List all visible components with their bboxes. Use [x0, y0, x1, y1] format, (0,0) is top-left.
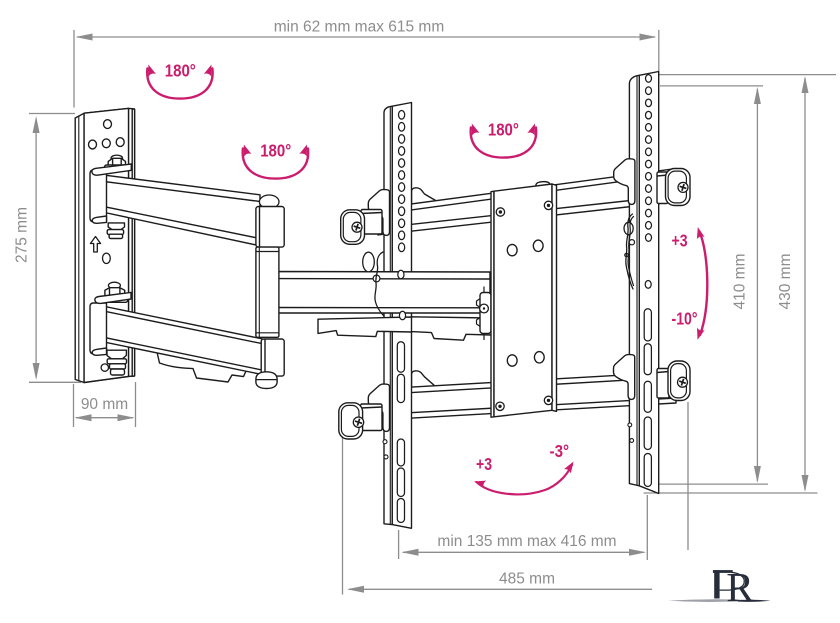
svg-text:180°: 180° — [260, 141, 291, 161]
svg-text:410 mm: 410 mm — [731, 254, 748, 310]
svg-text:-3°: -3° — [550, 441, 570, 461]
svg-text:min 135 mm max 416 mm: min 135 mm max 416 mm — [437, 533, 616, 550]
svg-text:485 mm: 485 mm — [499, 571, 555, 588]
svg-text:430 mm: 430 mm — [777, 254, 794, 310]
svg-text:90 mm: 90 mm — [81, 396, 128, 413]
svg-text:+3: +3 — [672, 231, 688, 251]
svg-text:+3: +3 — [476, 454, 492, 474]
svg-text:min 62 mm max 615 mm: min 62 mm max 615 mm — [274, 19, 445, 36]
svg-text:275 mm: 275 mm — [14, 207, 31, 263]
svg-text:180°: 180° — [165, 60, 196, 80]
svg-text:R: R — [726, 564, 754, 610]
svg-text:-10°: -10° — [672, 309, 698, 329]
svg-text:180°: 180° — [488, 120, 519, 140]
